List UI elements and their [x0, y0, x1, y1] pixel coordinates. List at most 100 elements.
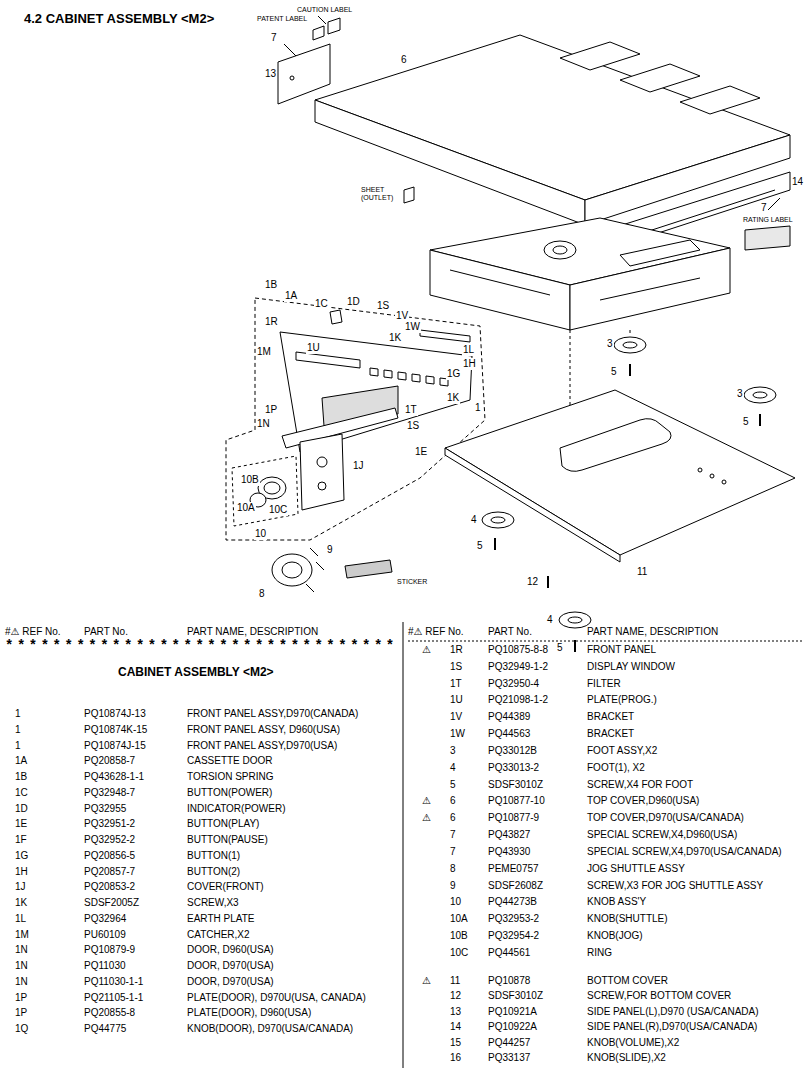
assembly-line: [630, 330, 631, 336]
part-description: DOOR, D970(USA): [187, 960, 274, 972]
ref-number: 1: [15, 708, 21, 720]
ref-number: 4: [450, 762, 456, 774]
ref-number: 6: [450, 812, 456, 824]
part-description: DOOR, D970(USA): [187, 976, 274, 988]
warning-mark: ⚠: [422, 812, 431, 824]
part-description: PLATE(DOOR), D960(USA): [187, 1007, 311, 1019]
foot: [568, 617, 582, 623]
foot: [753, 392, 767, 398]
part-description: BUTTON(PAUSE): [187, 834, 268, 846]
part-description: CATCHER,X2: [187, 929, 250, 941]
ref-number: 1L: [15, 913, 26, 925]
ref-number: 9: [450, 880, 456, 892]
callout-number: 1S: [376, 300, 390, 312]
callout-number: 10B: [240, 474, 260, 486]
outlet-sheet: [404, 187, 414, 203]
table-header: #⚠ REF No.: [408, 626, 464, 638]
part-number: SDSF2005Z: [84, 897, 139, 909]
part-description: RING: [587, 947, 612, 959]
bottom-cover-slot: [560, 419, 671, 472]
callout-number: 9: [326, 544, 334, 556]
callout-number: 10A: [236, 502, 256, 514]
callout-number: 1S: [406, 420, 420, 432]
part-description: PLATE(PROG.): [587, 694, 657, 706]
part-number: PQ11030: [84, 960, 126, 972]
ref-number: 3: [450, 745, 456, 757]
ref-number: 1F: [15, 834, 27, 846]
callout-number: 7: [760, 202, 768, 214]
patent-label-sticker: [313, 26, 324, 40]
screw: [629, 364, 631, 376]
callout-number: 5: [556, 642, 564, 654]
ref-number: 1G: [15, 850, 28, 862]
part-description: SPECIAL SCREW,X4,D970(USA/CANADA): [587, 846, 782, 858]
ref-number: 10B: [450, 930, 468, 942]
callout-number: 1A: [284, 290, 298, 302]
earth-plate: [420, 330, 470, 342]
part-number: PQ33012B: [488, 745, 537, 757]
rating-label-sticker: [745, 226, 790, 250]
foot: [623, 342, 637, 348]
top-cover-side: [315, 100, 585, 225]
callout-number: 1D: [346, 296, 361, 308]
part-number: PQ10922A: [488, 1021, 537, 1033]
part-description: DOOR, D960(USA): [187, 944, 274, 956]
part-number: PQ33137: [488, 1052, 530, 1064]
part-number: PQ43628-1-1: [84, 771, 144, 783]
ref-number: 1D: [15, 803, 28, 815]
part-number: PQ32951-2: [84, 818, 135, 830]
part-number: PQ10878: [488, 975, 530, 987]
part-description: FOOT ASSY,X2: [587, 745, 657, 757]
exploded-region: [226, 298, 485, 540]
ref-number: 1P: [15, 1007, 27, 1019]
part-description: BUTTON(PLAY): [187, 818, 259, 830]
ref-number: 7: [450, 829, 456, 841]
ref-number: 5: [450, 779, 456, 791]
part-description: BUTTON(1): [187, 850, 240, 862]
cassette-door: [296, 352, 360, 368]
part-description: BRACKET: [587, 728, 634, 740]
part-number: PQ10921A: [488, 1006, 537, 1018]
callout-number: 1B: [264, 279, 278, 291]
part-number: PQ43827: [488, 829, 530, 841]
screw: [547, 576, 549, 588]
part-number: PQ32955: [84, 803, 126, 815]
vent-hole: [722, 480, 726, 484]
table-header: PART NAME, DESCRIPTION: [187, 626, 318, 638]
callout-number: 5: [742, 416, 750, 428]
chassis-board: [620, 240, 700, 266]
ref-number: 1C: [15, 787, 28, 799]
vent-hole: [710, 474, 714, 478]
ref-number: 1N: [15, 944, 28, 956]
part-description: BUTTON(2): [187, 866, 240, 878]
ref-number: 12: [450, 990, 461, 1002]
part-label: PATENT LABEL: [256, 15, 308, 23]
callout-number: 1C: [314, 298, 329, 310]
part-description: PLATE(DOOR), D970U(USA, CANADA): [187, 992, 366, 1004]
part-number: PQ32949-1-2: [488, 661, 548, 673]
part-description: TOP COVER,D970(USA/CANADA): [587, 812, 744, 824]
part-number: SDSF3010Z: [488, 990, 543, 1002]
part-number: PEME0757: [488, 863, 539, 875]
part-description: FRONT PANEL ASSY,D970(USA): [187, 740, 337, 752]
part-description: KNOB ASS'Y: [587, 896, 646, 908]
callout-number: 13: [264, 68, 277, 80]
ref-number: 1Q: [15, 1023, 28, 1035]
callout-number: 1P: [264, 404, 278, 416]
callout-number: 5: [610, 366, 618, 378]
callout-number: 10: [254, 528, 267, 540]
part-description: FRONT PANEL ASSY,D970(CANADA): [187, 708, 358, 720]
ref-number: 1P: [15, 992, 27, 1004]
chassis-detail: [450, 270, 550, 295]
part-description: KNOB(SHUTTLE): [587, 913, 668, 925]
part-number: PQ32964: [84, 913, 126, 925]
part-description: KNOB(VOLUME),X2: [587, 1037, 679, 1049]
knob-group-outline: [232, 456, 298, 526]
part-number: PQ20858-7: [84, 755, 135, 767]
bottom-cover: [445, 390, 795, 555]
foot: [491, 517, 505, 523]
part-number: PQ21105-1-1: [84, 992, 143, 1004]
part-number: PQ44389: [488, 711, 530, 723]
ref-number: 16: [450, 1052, 461, 1064]
